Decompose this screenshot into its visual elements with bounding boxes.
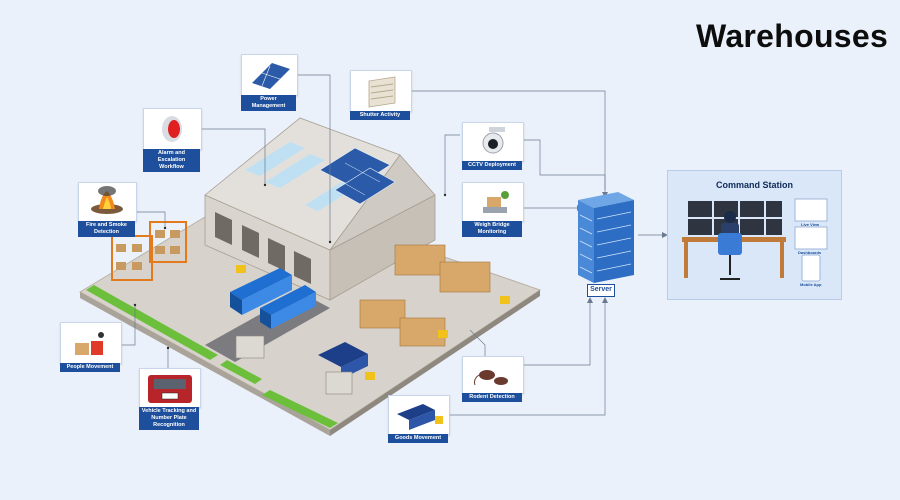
- label-cctv: CCTV Deployment: [462, 161, 522, 170]
- ground-edge-right: [330, 290, 540, 436]
- command-station-title: Command Station: [715, 180, 793, 190]
- card-vehicle-tracking[interactable]: [139, 368, 201, 408]
- card-goods-movement[interactable]: [388, 395, 450, 435]
- label-goods-movement: Goods Movement: [388, 434, 448, 443]
- card-shutter-activity[interactable]: [350, 70, 412, 112]
- server-label: Server: [587, 284, 615, 297]
- label-people-movement: People Movement: [60, 363, 120, 372]
- hedge-mid: [220, 360, 262, 384]
- racks-right: [359, 244, 491, 347]
- label-weigh-bridge: Weigh Bridge Monitoring: [462, 221, 522, 237]
- live-view-label: Live View: [801, 222, 820, 227]
- dashboards-label: Dashboards: [798, 250, 822, 255]
- label-alarm: Alarm and Escalation Workflow: [143, 149, 200, 172]
- goods-truck-icon: [397, 404, 443, 430]
- card-weigh-bridge[interactable]: [462, 182, 524, 222]
- ground-edge-left: [80, 292, 330, 436]
- people-forklift-icon: [75, 332, 104, 355]
- alarm-siren-icon: [162, 116, 182, 142]
- hedge-left: [86, 285, 218, 360]
- skylight-1: [245, 142, 305, 176]
- label-rodent: Rodent Detection: [462, 393, 522, 402]
- solar-array: [319, 147, 396, 205]
- solar-panel-icon: [252, 63, 290, 89]
- shutter-icon: [368, 76, 396, 108]
- vehicle-plate-icon: [148, 375, 192, 403]
- rodent-icon: [474, 370, 508, 386]
- loading-doors: [215, 212, 311, 284]
- connectors: [120, 74, 665, 416]
- hedge-front: [262, 390, 338, 428]
- card-fire-smoke[interactable]: [78, 182, 137, 222]
- card-alarm[interactable]: [143, 108, 202, 150]
- card-people-movement[interactable]: [60, 322, 122, 364]
- card-power-management[interactable]: [241, 54, 298, 96]
- mobile-app-label: Mobile App: [800, 282, 822, 287]
- roof-ridge: [329, 154, 436, 251]
- cctv-camera-icon: [482, 127, 505, 154]
- label-shutter-activity: Shutter Activity: [350, 111, 410, 120]
- forklifts: [236, 265, 510, 380]
- truck-2: [260, 285, 316, 329]
- server-tower: [578, 192, 634, 283]
- card-rodent[interactable]: [462, 356, 524, 394]
- connector-dots: [133, 183, 447, 350]
- weigh-scale-icon: [483, 191, 509, 213]
- truck-1: [230, 268, 292, 315]
- fire-smoke-icon: [91, 186, 123, 214]
- label-vehicle-tracking: Vehicle Tracking and Number Plate Recogn…: [139, 407, 199, 430]
- racks-left: [111, 221, 187, 281]
- card-cctv[interactable]: [462, 122, 524, 162]
- guard-booth: [235, 335, 353, 395]
- label-fire-smoke: Fire and Smoke Detection: [78, 221, 135, 237]
- command-station-panel[interactable]: Command Station Live View Dashboards Mob…: [667, 170, 842, 300]
- label-power-management: Power Management: [241, 95, 296, 111]
- page-title: Warehouses: [696, 18, 889, 54]
- operator-desk-illustration: [682, 198, 828, 282]
- skylight-2: [265, 154, 325, 188]
